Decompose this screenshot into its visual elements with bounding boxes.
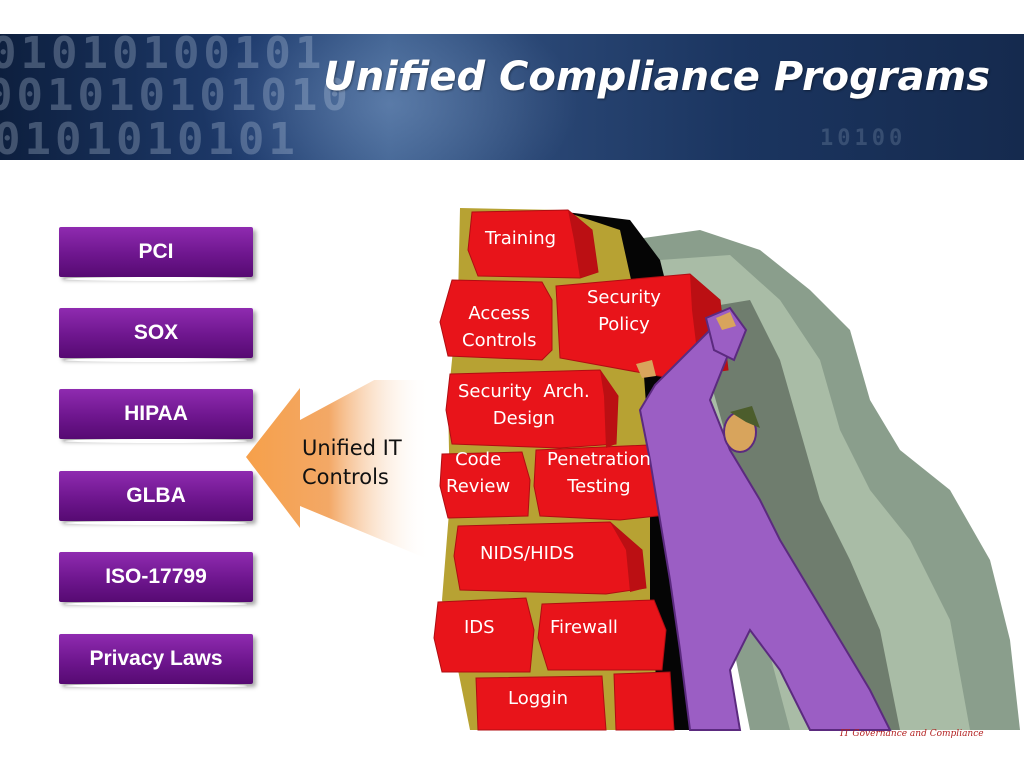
header-banner: 01010100101 001010101010 0101010101 1010…: [0, 34, 1024, 160]
brick-label-security-arch-design: Security Arch. Design: [458, 378, 590, 432]
arrow-label-line: Unified IT: [302, 436, 402, 460]
person-hand: [716, 312, 736, 330]
program-button-privacy-laws[interactable]: Privacy Laws: [59, 634, 253, 688]
brick-label-line: Testing: [567, 476, 631, 497]
binary-background-text: 01010100101: [0, 34, 326, 79]
brick-label-nids-hids: NIDS/HIDS: [480, 543, 575, 564]
brick-label-code-review: Code Review: [446, 446, 510, 500]
brick-label-line: Policy: [598, 314, 650, 335]
header-glow: [200, 34, 580, 160]
left-arrow-icon: [246, 380, 430, 560]
brick-label-line: Review: [446, 476, 511, 497]
brick-label-line: Security Arch.: [458, 381, 590, 402]
bricks: [433, 209, 729, 731]
brick-label-line: Penetration: [547, 449, 651, 470]
brick-label-line: Access: [468, 303, 531, 324]
person-hair: [730, 406, 760, 428]
brick-label-ids: IDS: [464, 617, 495, 638]
brick-label-security-policy: Security Policy: [587, 284, 661, 338]
firewall-illustration: Training Access Controls Security Policy…: [430, 200, 1024, 740]
program-button-glba[interactable]: GLBA: [59, 471, 253, 525]
brick-label-penetration-testing: Penetration Testing: [547, 446, 651, 500]
brick-label-line: Code: [455, 449, 502, 470]
page-title: Unified Compliance Programs: [323, 54, 990, 100]
binary-background-text: 0101010101: [0, 114, 299, 160]
arrow-label-line: Controls: [302, 465, 389, 489]
brick-label-line: Controls: [462, 330, 537, 351]
brick-label-training: Training: [485, 228, 557, 249]
person-hand: [636, 360, 656, 378]
brick-label-loggin: Loggin: [508, 688, 568, 709]
brick-label-line: Security: [587, 287, 661, 308]
brick-label-line: Design: [492, 408, 555, 429]
program-button-hipaa[interactable]: HIPAA: [59, 389, 253, 443]
binary-background-text: 001010101010: [0, 70, 352, 121]
unified-it-controls-label: Unified IT Controls: [302, 434, 432, 492]
brick-label-firewall: Firewall: [550, 617, 618, 638]
program-button-iso-17799[interactable]: ISO-17799: [59, 552, 253, 606]
program-button-pci[interactable]: PCI: [59, 227, 253, 281]
program-button-sox[interactable]: SOX: [59, 308, 253, 362]
rock-shape: [690, 300, 900, 730]
binary-background-text: 10100: [820, 126, 907, 151]
brick-wall-image: [433, 208, 1020, 731]
footer-note: IT Governance and Compliance: [840, 729, 984, 739]
brick-label-access-controls: Access Controls: [462, 300, 536, 354]
